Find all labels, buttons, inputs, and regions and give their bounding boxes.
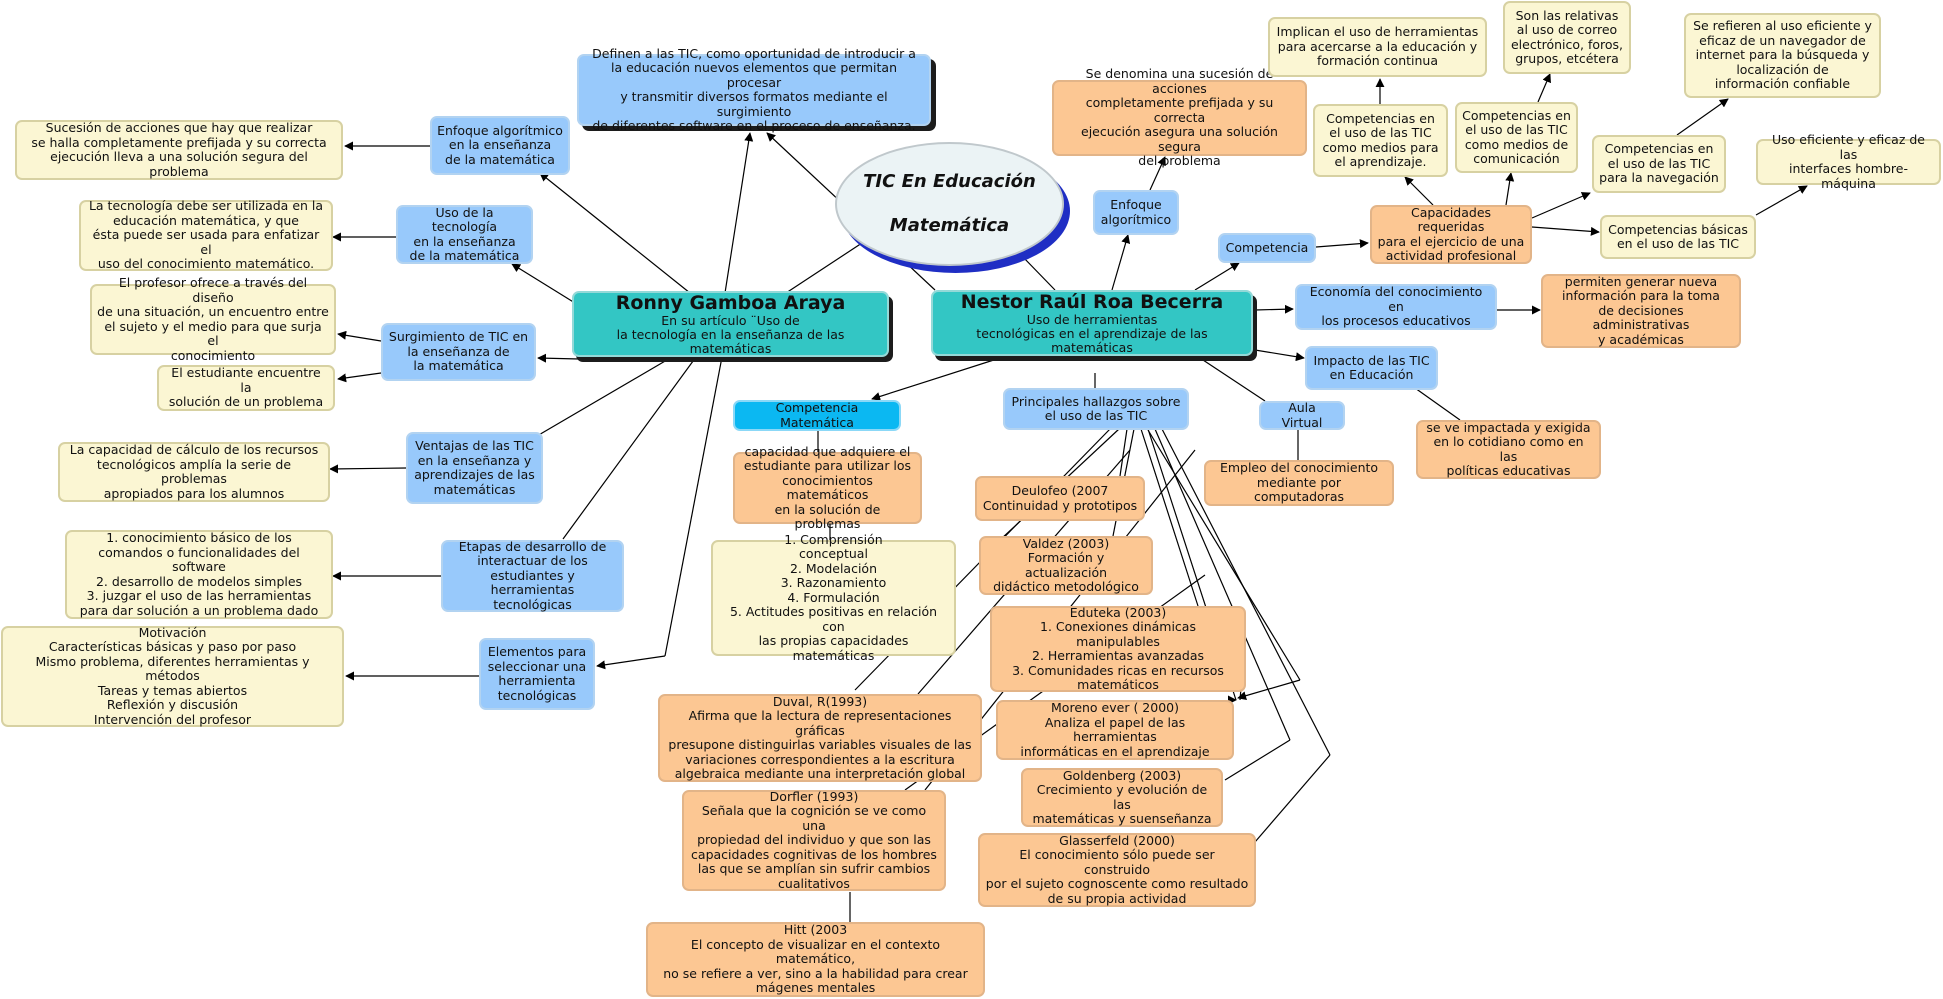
competencia-matematica-node[interactable]: Competencia Matemática bbox=[733, 400, 901, 431]
sucesion-left-node[interactable]: Sucesión de acciones que hay que realiza… bbox=[15, 120, 343, 180]
enfoque-algoritmico-left-node[interactable]: Enfoque algorítmico en la enseñanza de l… bbox=[430, 116, 570, 175]
motivacion-node[interactable]: Motivación Características básicas y pas… bbox=[1, 625, 344, 727]
eduteka-node[interactable]: Eduteka (2003) 1. Conexiones dinámicas m… bbox=[990, 605, 1246, 692]
definen-tic-node[interactable]: Definen a las TIC, como oportunidad de i… bbox=[577, 46, 931, 133]
economia-node[interactable]: Economía del conocimiento en los proceso… bbox=[1295, 284, 1497, 330]
surgimiento-tic-node[interactable]: Surgimiento de TIC en la enseñanza de la… bbox=[381, 323, 536, 381]
comp-comunicacion-node[interactable]: Competencias en el uso de las TIC como m… bbox=[1455, 102, 1578, 173]
link-basicas-uso bbox=[1755, 185, 1808, 216]
link-impacto-impactada bbox=[1414, 387, 1461, 421]
navegador-node[interactable]: Se refieren al uso eficiente y eficaz de… bbox=[1684, 13, 1881, 98]
link-glasserfeld-end bbox=[1254, 754, 1331, 843]
tecnologia-debe-node[interactable]: La tecnología debe ser utilizada en la e… bbox=[79, 199, 333, 271]
link-ronny-ventajas bbox=[536, 356, 673, 437]
hitt-node[interactable]: Hitt (2003 El concepto de visualizar en … bbox=[646, 922, 985, 997]
capacidades-node[interactable]: Capacidades requeridas para el ejercicio… bbox=[1370, 205, 1532, 264]
nestor-roa-node[interactable]: Nestor Raúl Roa Becerra Uso de herramien… bbox=[931, 290, 1253, 356]
link-ronny-etapas bbox=[562, 356, 697, 540]
relativas-node[interactable]: Son las relativas al uso de correo elect… bbox=[1503, 1, 1631, 74]
link-ronny-elementos bbox=[664, 356, 723, 657]
glasserfeld-node[interactable]: Glasserfeld (2000) El conocimiento sólo … bbox=[978, 833, 1256, 907]
ventajas-tic-node[interactable]: Ventajas de las TIC en la enseñanza y ap… bbox=[406, 432, 543, 504]
comp-basicas-node[interactable]: Competencias básicas en el uso de las TI… bbox=[1600, 215, 1756, 259]
link-nestor-economia bbox=[1254, 304, 1294, 314]
link-principales-moreno2 bbox=[1147, 429, 1301, 681]
link-ronny-uso bbox=[511, 263, 576, 304]
link-surgimiento-profesor bbox=[337, 330, 382, 342]
link-ronny-definen bbox=[724, 132, 754, 294]
link-goldenberg-end bbox=[1224, 739, 1291, 781]
link-ronny-enfoque bbox=[539, 172, 691, 294]
link-nestor-competenciamat bbox=[871, 357, 1001, 401]
principales-hallazgos-node[interactable]: Principales hallazgos sobre el uso de la… bbox=[1003, 388, 1189, 430]
link-elementos-arrow bbox=[596, 655, 666, 670]
deulofeo-node[interactable]: Deulofeo (2007 Continuidad y prototipos bbox=[975, 476, 1145, 521]
uso-tecnologia-node[interactable]: Uso de la tecnología en la enseñanza de … bbox=[396, 205, 533, 264]
link-comunicacion-relativas bbox=[1537, 73, 1551, 103]
aula-virtual-node[interactable]: Aula Virtual bbox=[1259, 400, 1345, 430]
link-surgimiento-estudiante bbox=[337, 372, 382, 383]
link-capacidades-navegacion bbox=[1531, 192, 1591, 219]
comp-medios-node[interactable]: Competencias en el uso de las TIC como m… bbox=[1313, 104, 1448, 177]
moreno-node[interactable]: Moreno ever ( 2000) Analiza el papel de … bbox=[996, 700, 1234, 760]
link-principales-eduteka bbox=[1140, 428, 1199, 607]
capacidad-adquiere-node[interactable]: capacidad que adquiere el estudiante par… bbox=[733, 444, 922, 531]
etapas-desarrollo-node[interactable]: Etapas de desarrollo de interactuar de l… bbox=[441, 539, 624, 612]
link-principales-deulofeo bbox=[1119, 428, 1128, 477]
sucesion-right-node[interactable]: Se denomina una sucesión de acciones com… bbox=[1052, 67, 1307, 168]
link-capacidades-comunicacion bbox=[1505, 172, 1515, 206]
elementos-seleccionar-node[interactable]: Elementos para seleccionar una herramien… bbox=[479, 638, 595, 710]
link-ventajas-capacidad bbox=[329, 464, 407, 474]
ronny-subtitle: En su artículo ¨Uso de la tecnología en … bbox=[616, 313, 845, 356]
map-title: TIC En Educación Matemática bbox=[835, 142, 1064, 266]
link-nestor-competencia bbox=[1194, 262, 1240, 291]
link-enfoque-sucesion bbox=[1149, 156, 1166, 191]
link-capacidades-medios bbox=[1404, 176, 1434, 206]
dorfler-node[interactable]: Dorfler (1993) Señala que la cognición s… bbox=[682, 789, 946, 891]
capacidad-calculo-node[interactable]: La capacidad de cálculo de los recursos … bbox=[58, 442, 330, 502]
profesor-ofrece-node[interactable]: El profesor ofrece a través del diseño d… bbox=[90, 275, 336, 362]
uso-eficiente-node[interactable]: Uso eficiente y eficaz de las interfaces… bbox=[1756, 132, 1941, 190]
estudiante-encuentre-node[interactable]: El estudiante encuentre la solución de u… bbox=[157, 365, 335, 411]
ronny-gamboa-node[interactable]: Ronny Gamboa Araya En su artículo ¨Uso d… bbox=[572, 291, 889, 357]
link-nestor-aula bbox=[1199, 357, 1266, 402]
competencia-node[interactable]: Competencia bbox=[1218, 233, 1316, 263]
link-principales-goldenberg bbox=[1154, 428, 1291, 741]
empleo-conocimiento-node[interactable]: Empleo del conocimiento mediante por com… bbox=[1204, 460, 1394, 506]
goldenberg-node[interactable]: Goldenberg (2003) Crecimiento y evolució… bbox=[1021, 768, 1223, 827]
link-capacidades-basicas bbox=[1531, 226, 1600, 236]
impactada-node[interactable]: se ve impactada y exigida en lo cotidian… bbox=[1416, 420, 1601, 479]
link-navegacion-navegador bbox=[1676, 98, 1729, 136]
nestor-name: Nestor Raúl Roa Becerra bbox=[960, 291, 1224, 313]
nestor-subtitle: Uso de herramientas tecnológicas en el a… bbox=[976, 312, 1208, 355]
permiten-node[interactable]: permiten generar nueva información para … bbox=[1541, 274, 1741, 348]
comprension-node[interactable]: 1. Comprensión conceptual 2. Modelación … bbox=[711, 532, 956, 663]
implican-node[interactable]: Implican el uso de herramientas para ace… bbox=[1268, 17, 1487, 77]
link-moreno2-arrow bbox=[1237, 679, 1301, 701]
link-nestor-title bbox=[1021, 255, 1056, 291]
link-competencia-capacidades bbox=[1315, 239, 1369, 249]
enfoque-algoritmico-right-node[interactable]: Enfoque algorítmico bbox=[1093, 190, 1179, 235]
link-nestor-enfoque bbox=[1111, 234, 1131, 291]
link-ronny-surgimiento bbox=[537, 353, 621, 363]
impacto-tic-node[interactable]: Impacto de las TIC en Educación bbox=[1305, 346, 1438, 390]
duval-node[interactable]: Duval, R(1993) Afirma que la lectura de … bbox=[658, 694, 982, 782]
conocimiento-basico-node[interactable]: 1. conocimiento básico de los comandos o… bbox=[65, 530, 333, 619]
link-ronny-title bbox=[785, 242, 863, 294]
ronny-name: Ronny Gamboa Araya bbox=[615, 292, 846, 314]
comp-navegacion-node[interactable]: Competencias en el uso de las TIC para l… bbox=[1592, 135, 1726, 193]
link-nestor-impacto bbox=[1254, 349, 1305, 362]
valdez-node[interactable]: Valdez (2003) Formación y actualización … bbox=[979, 536, 1153, 595]
